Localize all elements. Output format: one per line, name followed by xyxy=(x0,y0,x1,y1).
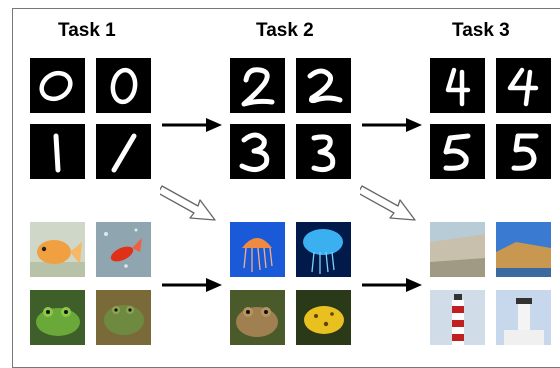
arrow-task1-to-task2-digits xyxy=(162,116,222,134)
arrow-diagonal-task1-to-task2 xyxy=(160,182,218,224)
digit-0-b xyxy=(96,58,151,113)
photo-jellyfish-b xyxy=(296,222,351,277)
arrow-task2-to-task3-digits xyxy=(362,116,422,134)
photo-frog-b xyxy=(96,290,151,345)
digit-5-a xyxy=(430,124,485,179)
digit-4-a xyxy=(430,58,485,113)
photo-frog-a xyxy=(30,290,85,345)
arrow-task1-to-task2-photos xyxy=(162,276,222,294)
digit-5-b xyxy=(496,124,551,179)
arrow-task2-to-task3-photos xyxy=(362,276,422,294)
photo-yellow-frog xyxy=(296,290,351,345)
digit-2-b xyxy=(296,58,351,113)
digit-3-a xyxy=(230,124,285,179)
digit-3-b xyxy=(296,124,351,179)
photo-cliff-a xyxy=(430,222,485,277)
digit-1-a xyxy=(30,124,85,179)
digit-1-b xyxy=(96,124,151,179)
task-1-title: Task 1 xyxy=(58,20,116,41)
digit-4-b xyxy=(496,58,551,113)
photo-cliff-b xyxy=(496,222,551,277)
digit-2-a xyxy=(230,58,285,113)
photo-lighthouse-a xyxy=(430,290,485,345)
photo-goldfish-b xyxy=(96,222,151,277)
digit-0-a xyxy=(30,58,85,113)
photo-lighthouse-b xyxy=(496,290,551,345)
photo-goldfish-a xyxy=(30,222,85,277)
photo-toad xyxy=(230,290,285,345)
task-3-title: Task 3 xyxy=(452,20,510,41)
photo-jellyfish-a xyxy=(230,222,285,277)
task-2-title: Task 2 xyxy=(256,20,314,41)
arrow-diagonal-task2-to-task3 xyxy=(360,182,418,224)
